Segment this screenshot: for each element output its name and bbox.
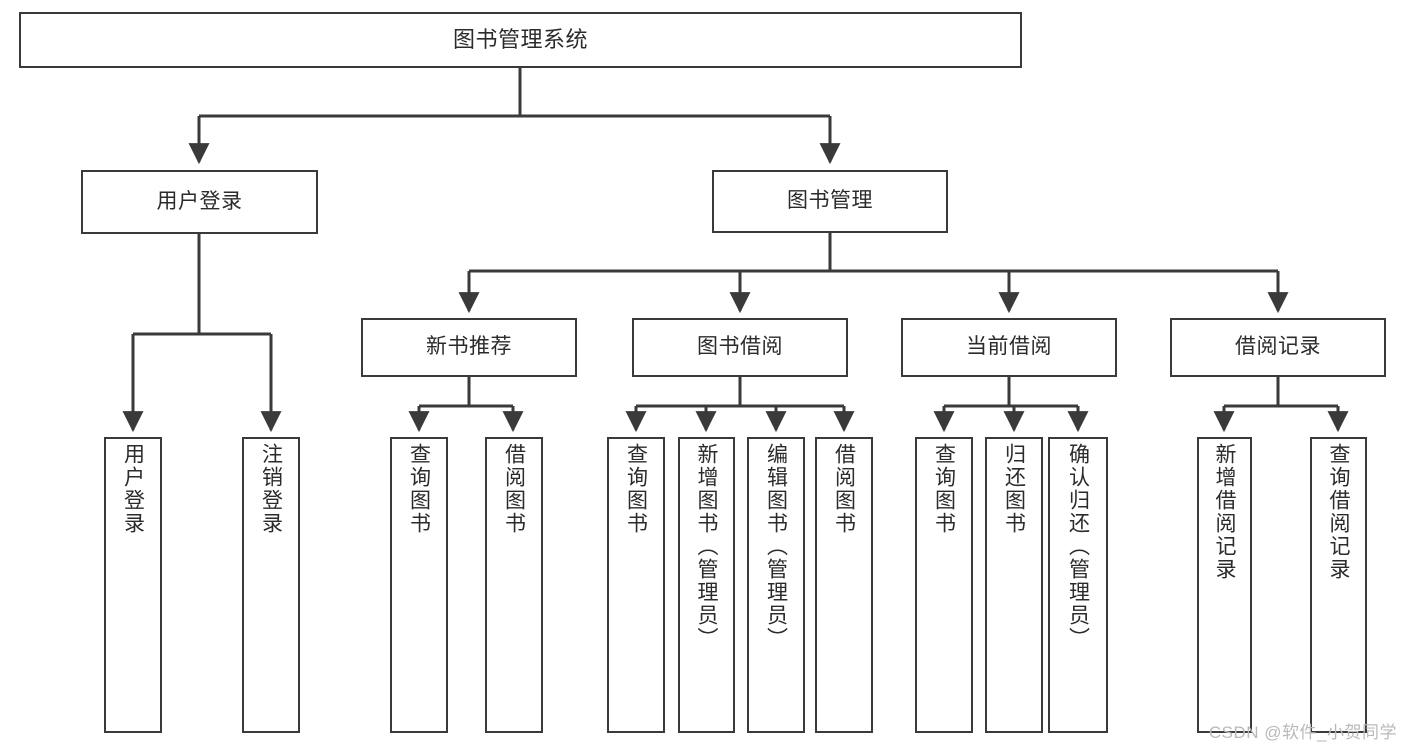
node-leaf-query-book-2[interactable]: 查询图书 xyxy=(607,437,665,733)
node-leaf-query-book-1[interactable]: 查询图书 xyxy=(390,437,448,733)
node-leaf-query-book-1-label: 查询图书 xyxy=(407,443,431,535)
node-leaf-borrow-book-2[interactable]: 借阅图书 xyxy=(815,437,873,733)
node-leaf-add-book[interactable]: 新增图书（管理员） xyxy=(678,437,735,733)
node-user-login[interactable]: 用户登录 xyxy=(81,170,318,234)
node-leaf-borrow-book-2-label: 借阅图书 xyxy=(832,443,856,535)
node-book-manage-label: 图书管理 xyxy=(787,189,873,213)
node-root[interactable]: 图书管理系统 xyxy=(19,12,1022,68)
node-user-login-label: 用户登录 xyxy=(156,189,243,213)
node-borrow-record[interactable]: 借阅记录 xyxy=(1170,318,1386,377)
node-leaf-return-book[interactable]: 归还图书 xyxy=(985,437,1043,733)
node-leaf-edit-book-label: 编辑图书（管理员） xyxy=(764,443,788,650)
node-leaf-add-record-label: 新增借阅记录 xyxy=(1213,443,1236,581)
node-leaf-query-record-label: 查询借阅记录 xyxy=(1327,443,1350,581)
node-new-book-recommend[interactable]: 新书推荐 xyxy=(361,318,577,377)
node-leaf-user-login[interactable]: 用户登录 xyxy=(104,437,162,733)
node-borrow-record-label: 借阅记录 xyxy=(1235,335,1321,359)
node-leaf-user-login-label: 用户登录 xyxy=(121,443,145,535)
node-leaf-add-record[interactable]: 新增借阅记录 xyxy=(1197,437,1252,733)
node-leaf-confirm-return[interactable]: 确认归还（管理员） xyxy=(1048,437,1108,733)
node-book-borrow[interactable]: 图书借阅 xyxy=(632,318,848,377)
node-leaf-query-book-3[interactable]: 查询图书 xyxy=(915,437,973,733)
node-leaf-query-book-2-label: 查询图书 xyxy=(624,443,648,535)
csdn-watermark: CSDN @软件_小贺同学 xyxy=(1208,723,1397,742)
node-leaf-logout-login-label: 注销登录 xyxy=(259,443,283,535)
node-leaf-edit-book[interactable]: 编辑图书（管理员） xyxy=(747,437,805,733)
node-leaf-confirm-return-label: 确认归还（管理员） xyxy=(1066,443,1090,650)
node-current-borrow-label: 当前借阅 xyxy=(966,335,1052,359)
node-leaf-query-book-3-label: 查询图书 xyxy=(932,443,956,535)
node-leaf-borrow-book-1-label: 借阅图书 xyxy=(502,443,526,535)
node-book-borrow-label: 图书借阅 xyxy=(697,335,783,359)
node-current-borrow[interactable]: 当前借阅 xyxy=(901,318,1117,377)
node-root-label: 图书管理系统 xyxy=(452,27,588,53)
node-leaf-add-book-label: 新增图书（管理员） xyxy=(695,443,718,650)
node-leaf-borrow-book-1[interactable]: 借阅图书 xyxy=(485,437,543,733)
node-leaf-return-book-label: 归还图书 xyxy=(1002,443,1026,535)
node-leaf-query-record[interactable]: 查询借阅记录 xyxy=(1310,437,1367,733)
node-new-book-recommend-label: 新书推荐 xyxy=(426,335,512,359)
node-leaf-logout-login[interactable]: 注销登录 xyxy=(242,437,300,733)
node-book-manage[interactable]: 图书管理 xyxy=(712,170,948,233)
